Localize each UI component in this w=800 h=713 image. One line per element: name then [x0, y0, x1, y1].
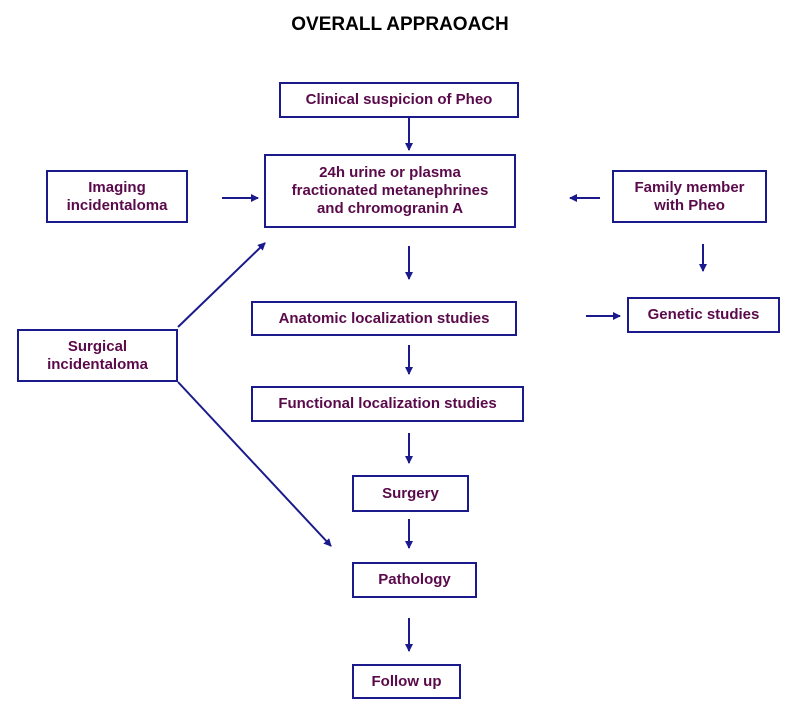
node-genetic-studies: Genetic studies — [627, 297, 780, 333]
node-genetic-studies-label: Genetic studies — [647, 306, 760, 323]
node-functional-localization: Functional localization studies — [251, 386, 524, 422]
node-follow-up: Follow up — [352, 664, 461, 699]
node-family-member: Family member with Pheo — [612, 170, 767, 223]
node-anatomic-localization-label: Anatomic localization studies — [278, 309, 490, 327]
arrow-surgical-to-biochemical — [177, 242, 266, 328]
node-surgical-incidentaloma: Surgical incidentaloma — [17, 329, 178, 382]
node-imaging-incidentaloma-label: Imaging incidentaloma — [66, 178, 168, 214]
node-follow-up-label: Follow up — [371, 672, 442, 690]
node-pathology: Pathology — [352, 562, 477, 598]
node-anatomic-localization: Anatomic localization studies — [251, 301, 517, 336]
node-clinical-suspicion: Clinical suspicion of Pheo — [279, 82, 519, 118]
node-surgery-label: Surgery — [382, 484, 439, 502]
node-functional-localization-label: Functional localization studies — [278, 395, 497, 412]
node-biochemical-tests-label: 24h urine or plasma fractionated metanep… — [291, 164, 489, 217]
node-pathology-label: Pathology — [378, 571, 451, 588]
node-surgical-incidentaloma-label: Surgical incidentaloma — [47, 337, 148, 373]
node-imaging-incidentaloma: Imaging incidentaloma — [46, 170, 188, 223]
diagram-title: OVERALL APPRAOACH — [291, 14, 509, 35]
arrow-surgical-to-pathology — [177, 381, 332, 547]
node-clinical-suspicion-label: Clinical suspicion of Pheo — [305, 91, 493, 108]
node-biochemical-tests: 24h urine or plasma fractionated metanep… — [264, 154, 516, 228]
node-surgery: Surgery — [352, 475, 469, 512]
node-family-member-label: Family member with Pheo — [634, 178, 745, 214]
